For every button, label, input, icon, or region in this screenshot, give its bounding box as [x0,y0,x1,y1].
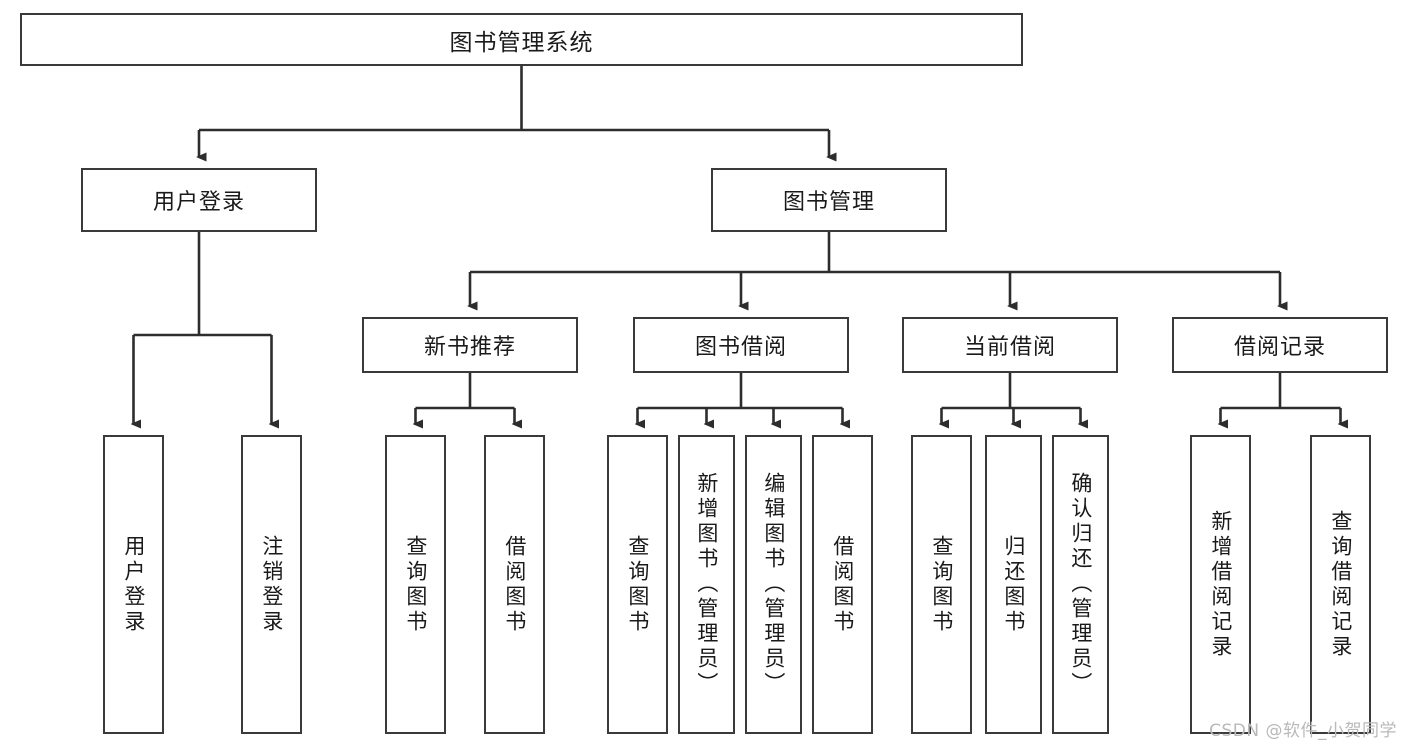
node-label: 编辑图书（管理员） [761,472,786,697]
node-label: 当前借阅 [963,335,1056,360]
node-current-borrow[interactable]: 当前借阅 [902,317,1118,373]
node-leaf-add-book[interactable]: 新增图书（管理员） [678,435,735,734]
node-label: 借阅图书 [502,534,527,635]
node-borrow-record[interactable]: 借阅记录 [1172,317,1388,373]
node-leaf-user-login[interactable]: 用户登录 [103,435,164,734]
node-root[interactable]: 图书管理系统 [20,13,1023,66]
node-label: 新增借阅记录 [1208,509,1233,660]
node-leaf-edit-book[interactable]: 编辑图书（管理员） [745,435,802,734]
node-leaf-borrow-book[interactable]: 借阅图书 [812,435,873,734]
node-leaf-query-record[interactable]: 查询借阅记录 [1310,435,1371,734]
node-leaf-add-record[interactable]: 新增借阅记录 [1190,435,1251,734]
node-leaf-return-book[interactable]: 归还图书 [985,435,1042,734]
node-leaf-confirm-return[interactable]: 确认归还（管理员） [1052,435,1109,734]
node-label: 确认归还（管理员） [1068,472,1093,697]
node-label: 归还图书 [1001,534,1026,635]
csdn-watermark: CSDN @软件_小贺同学 [1209,721,1397,741]
node-label: 查询图书 [929,534,954,635]
node-leaf-logout[interactable]: 注销登录 [241,435,302,734]
node-label: 借阅图书 [830,534,855,635]
node-label: 图书借阅 [694,335,787,360]
node-book-manage[interactable]: 图书管理 [711,168,947,232]
node-label: 图书管理系统 [449,29,594,56]
node-label: 借阅记录 [1233,335,1326,360]
node-leaf-query-book-borrow[interactable]: 查询图书 [607,435,668,734]
node-label: 查询图书 [403,534,428,635]
node-label: 用户登录 [121,534,146,635]
node-leaf-query-book-rec[interactable]: 查询图书 [385,435,446,734]
node-label: 新书推荐 [423,335,516,360]
node-label: 用户登录 [152,190,245,215]
node-label: 查询图书 [625,534,650,635]
node-book-borrow[interactable]: 图书借阅 [633,317,849,373]
node-user-login[interactable]: 用户登录 [81,168,317,232]
node-leaf-query-book-cur[interactable]: 查询图书 [911,435,972,734]
node-label: 查询借阅记录 [1328,509,1353,660]
node-label: 注销登录 [259,534,284,635]
node-label: 图书管理 [782,190,875,215]
node-leaf-borrow-book-rec[interactable]: 借阅图书 [484,435,545,734]
node-new-book-recommend[interactable]: 新书推荐 [362,317,578,373]
node-label: 新增图书（管理员） [694,472,719,697]
